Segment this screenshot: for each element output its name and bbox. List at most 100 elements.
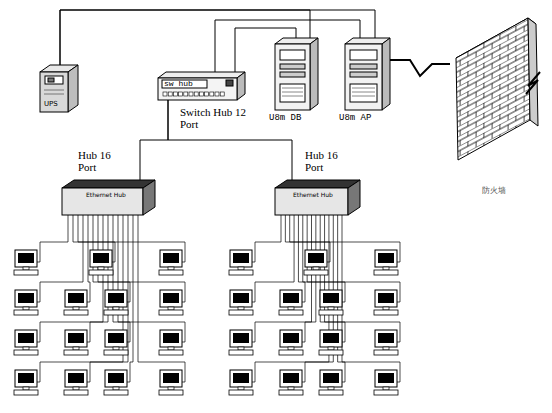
workstation [304, 250, 328, 275]
network-cable [307, 215, 400, 302]
switch-port [189, 92, 193, 96]
node-label: Hub 16 Port [305, 149, 349, 173]
lightning-bolt [526, 72, 540, 94]
network-link [60, 10, 375, 65]
workstation [64, 290, 88, 315]
network-link [168, 100, 292, 180]
network-cable [138, 215, 185, 382]
network-cable [37, 215, 123, 382]
switch-device [158, 72, 245, 100]
switch-port [179, 92, 183, 96]
switch-port [220, 92, 224, 96]
network-cable [252, 215, 281, 262]
workstations [14, 215, 400, 395]
node-label: UPS [44, 101, 58, 109]
network-cable [325, 215, 400, 342]
network-cable [87, 215, 108, 342]
workstation [374, 290, 398, 315]
ups-device [40, 65, 78, 112]
workstation [104, 290, 128, 315]
switch-port [194, 92, 198, 96]
network-node: 防火墙 [450, 15, 540, 165]
network-cable [78, 215, 185, 262]
workstation [229, 370, 253, 395]
workstation [229, 330, 253, 355]
workstation [159, 370, 183, 395]
network-link [215, 20, 360, 72]
network-cable [302, 215, 316, 342]
link-line [215, 20, 360, 72]
workstation [279, 370, 303, 395]
network-cable [37, 215, 68, 262]
network-cable [252, 215, 294, 302]
workstation [319, 330, 343, 355]
network-node: sw hubSwitch Hub 12 Port [158, 72, 245, 100]
link-line [235, 28, 296, 72]
switch-port [168, 92, 172, 96]
workstation [159, 330, 183, 355]
network-cable [37, 215, 103, 342]
workstation [159, 290, 183, 315]
workstation [374, 250, 398, 275]
ap-server [345, 38, 390, 110]
node-label: U8m AP [339, 114, 371, 124]
network-cable [37, 215, 83, 302]
node-sublabel: Ethernet Hub [86, 192, 126, 199]
workstation [374, 330, 398, 355]
workstation [14, 330, 38, 355]
workstation [319, 290, 343, 315]
switch-port [215, 92, 219, 96]
network-link [140, 100, 168, 180]
network-node: Hub 16 PortEthernet Hub [275, 180, 360, 215]
node-sublabel: Switch Hub 12 Port [180, 106, 258, 130]
workstation [159, 250, 183, 275]
network-cable [303, 215, 345, 302]
network-node: UPS [40, 65, 78, 112]
link-line [60, 10, 375, 65]
node-label: sw hub [164, 80, 193, 89]
network-cable [252, 215, 329, 382]
network-node: U8m DB [275, 38, 318, 110]
workstation [64, 330, 88, 355]
switch-port [184, 92, 188, 96]
node-label: U8m DB [269, 114, 301, 124]
workstation [104, 330, 128, 355]
workstation [14, 250, 38, 275]
link-line [60, 10, 310, 65]
workstation [229, 250, 253, 275]
switch-ports [163, 92, 224, 96]
network-cable [87, 215, 128, 382]
link-line [168, 100, 292, 180]
switch-port [173, 92, 177, 96]
switch-port [210, 92, 214, 96]
workstation [104, 370, 128, 395]
link-line [390, 60, 450, 76]
switch-port [199, 92, 203, 96]
workstation [89, 250, 113, 275]
network-cable [252, 215, 312, 342]
hub-device [275, 180, 360, 215]
link-line [140, 100, 168, 180]
node-label: 防火墙 [482, 187, 506, 196]
workstation [14, 290, 38, 315]
workstation [279, 290, 303, 315]
network-cable [320, 215, 345, 342]
node-sublabel: Ethernet Hub [293, 192, 333, 199]
workstation [319, 370, 343, 395]
hub-device [62, 180, 155, 215]
workstation [279, 330, 303, 355]
network-cable [127, 215, 133, 382]
network-link [390, 60, 450, 76]
network-cable [73, 215, 115, 262]
firewall-wall [456, 18, 538, 160]
network-link [60, 10, 310, 65]
network-cable [342, 215, 400, 382]
node-label: Hub 16 Port [78, 149, 122, 173]
switch-port [163, 92, 167, 96]
workstation [229, 290, 253, 315]
switch-port [205, 92, 209, 96]
network-node: U8m AP [345, 38, 390, 110]
